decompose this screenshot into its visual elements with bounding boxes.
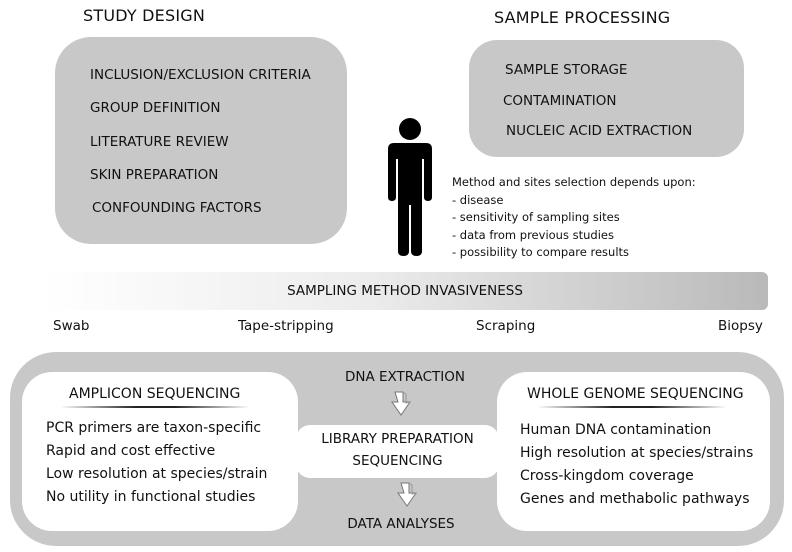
study-design-item: SKIN PREPARATION xyxy=(90,167,219,183)
wgs-item: Genes and methabolic pathways xyxy=(520,491,750,507)
library-box: LIBRARY PREPARATION SEQUENCING xyxy=(296,425,499,478)
wgs-underline xyxy=(537,406,727,408)
data-analyses-label: DATA ANALYSES xyxy=(347,516,455,532)
dna-extraction-label: DNA EXTRACTION xyxy=(344,369,466,385)
down-arrow-icon xyxy=(391,391,411,416)
down-arrow-icon xyxy=(397,482,417,507)
person-icon xyxy=(388,118,432,256)
amplicon-underline xyxy=(60,406,250,408)
scale-label-scraping: Scraping xyxy=(476,318,536,334)
selection-note-item: - possibility to compare results xyxy=(452,245,630,260)
scale-label-biopsy: Biopsy xyxy=(718,318,763,334)
sample-processing-item: CONTAMINATION xyxy=(503,93,617,109)
sample-processing-box: SAMPLE STORAGE CONTAMINATION NUCLEIC ACI… xyxy=(469,40,744,157)
scale-label-swab: Swab xyxy=(53,318,90,334)
amplicon-item: Rapid and cost effective xyxy=(46,443,216,459)
study-design-item: GROUP DEFINITION xyxy=(90,100,221,116)
sequencing-label: SEQUENCING xyxy=(352,453,443,469)
library-preparation-label: LIBRARY PREPARATION xyxy=(321,431,474,447)
study-design-item: INCLUSION/EXCLUSION CRITERIA xyxy=(90,67,311,83)
study-design-item: CONFOUNDING FACTORS xyxy=(92,200,262,216)
amplicon-title: AMPLICON SEQUENCING xyxy=(69,386,241,402)
wgs-item: Cross-kingdom coverage xyxy=(520,468,694,484)
sample-processing-item: NUCLEIC ACID EXTRACTION xyxy=(506,123,693,139)
sample-processing-item: SAMPLE STORAGE xyxy=(505,62,628,78)
study-design-box: INCLUSION/EXCLUSION CRITERIA GROUP DEFIN… xyxy=(55,37,347,244)
sample-processing-title: SAMPLE PROCESSING xyxy=(494,8,671,27)
amplicon-item: Low resolution at species/strain xyxy=(46,466,268,482)
wgs-item: Human DNA contamination xyxy=(520,422,712,438)
wgs-title: WHOLE GENOME SEQUENCING xyxy=(527,386,744,402)
selection-note-item: - sensitivity of sampling sites xyxy=(452,210,620,225)
selection-note-item: - data from previous studies xyxy=(452,227,614,242)
wgs-item: High resolution at species/strains xyxy=(520,445,754,461)
amplicon-box: AMPLICON SEQUENCING PCR primers are taxo… xyxy=(22,372,298,531)
invasiveness-label: SAMPLING METHOD INVASIVENESS xyxy=(287,283,523,299)
study-design-item: LITERATURE REVIEW xyxy=(90,134,229,150)
selection-note-heading: Method and sites selection depends upon: xyxy=(452,175,696,189)
invasiveness-gradient-bar: SAMPLING METHOD INVASIVENESS xyxy=(42,272,768,310)
selection-note-item: - disease xyxy=(452,192,504,207)
scale-label-tape-stripping: Tape-stripping xyxy=(238,318,334,334)
study-design-title: STUDY DESIGN xyxy=(83,6,206,25)
selection-note: Method and sites selection depends upon:… xyxy=(452,174,696,262)
wgs-box: WHOLE GENOME SEQUENCING Human DNA contam… xyxy=(497,372,770,531)
amplicon-item: PCR primers are taxon-specific xyxy=(46,420,262,436)
amplicon-item: No utility in functional studies xyxy=(46,489,256,505)
